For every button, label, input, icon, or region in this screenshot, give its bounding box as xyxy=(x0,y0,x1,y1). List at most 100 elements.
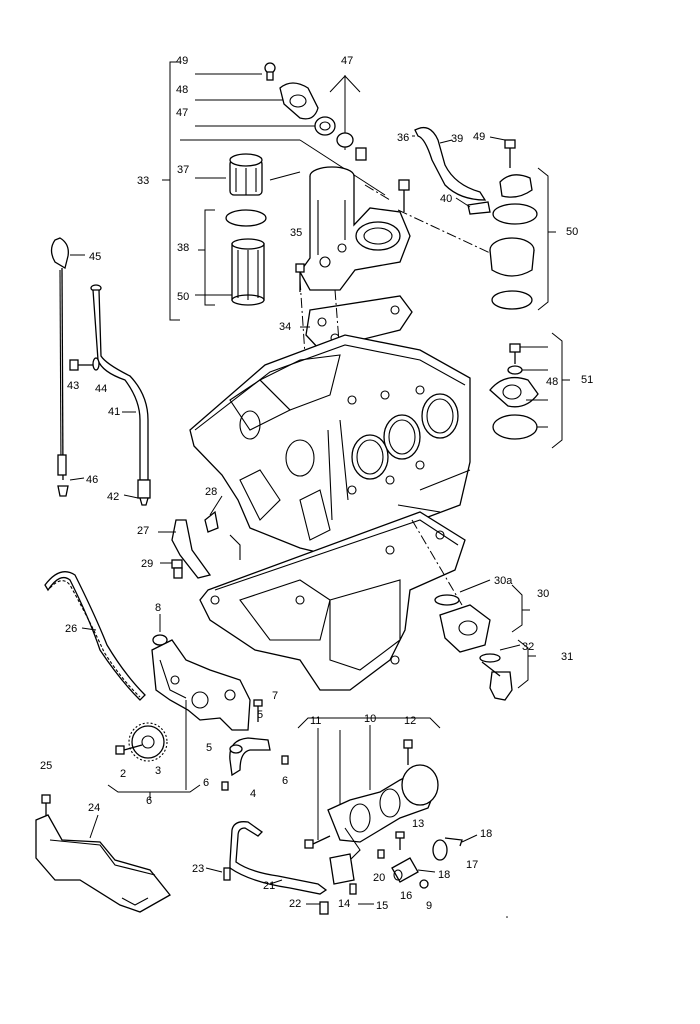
label-50: 50 xyxy=(177,291,189,303)
bolt-29 xyxy=(171,559,183,579)
label-50-right: 50 xyxy=(566,226,578,238)
bolt-51 xyxy=(509,343,521,364)
label-40: 40 xyxy=(440,193,452,205)
bolt-15 xyxy=(349,883,357,895)
label-5: 5 xyxy=(206,742,212,754)
label-6-bottom: 6 xyxy=(146,795,152,807)
oil-pump xyxy=(151,639,251,731)
label-35: 35 xyxy=(290,227,302,239)
label-10: 10 xyxy=(364,713,376,725)
oil-cooler-group xyxy=(398,126,556,311)
engine-block xyxy=(189,334,471,561)
label-6-right: 6 xyxy=(282,775,288,787)
label-14: 14 xyxy=(338,898,350,910)
bracket-14 xyxy=(329,853,355,885)
label-32: 32 xyxy=(522,641,534,653)
nut xyxy=(355,147,367,161)
bolt-2 xyxy=(115,744,143,755)
label-9: 9 xyxy=(426,900,432,912)
seal-ring xyxy=(336,132,354,148)
label-18: 18 xyxy=(480,828,492,840)
seal-5 xyxy=(229,744,243,754)
cylinder-bore-1 xyxy=(351,434,389,480)
dipstick-45 xyxy=(61,267,64,481)
bolt-20 xyxy=(377,849,385,859)
label-48: 48 xyxy=(176,84,188,96)
label-26: 26 xyxy=(65,623,77,635)
bracket-10-12 xyxy=(297,717,441,729)
label-51: 51 xyxy=(581,374,593,386)
shaft-16 xyxy=(391,857,419,883)
clip-40 xyxy=(467,201,491,215)
bolt-7 xyxy=(253,699,263,722)
label-24: 24 xyxy=(88,802,100,814)
label-47: 47 xyxy=(176,107,188,119)
filter-cap-37 xyxy=(229,153,263,196)
timing-chain-group xyxy=(44,571,289,800)
o-ring-51 xyxy=(492,414,538,440)
label-43: 43 xyxy=(67,380,79,392)
gasket-34 xyxy=(305,295,413,351)
label-47-top: 47 xyxy=(341,55,353,67)
label-8: 8 xyxy=(155,602,161,614)
hose-39 xyxy=(414,126,487,201)
bracket-51 xyxy=(551,332,570,449)
part-28 xyxy=(204,510,219,533)
bolt-36 xyxy=(398,179,410,212)
seal-30a xyxy=(434,594,460,606)
label-49: 49 xyxy=(176,55,188,67)
part-labels: 49 48 47 47 36 39 49 33 37 40 50 38 35 5… xyxy=(40,55,593,912)
bracket-30 xyxy=(511,584,530,633)
pump-cover-13 xyxy=(401,764,439,806)
label-18-bottom: 18 xyxy=(438,869,450,881)
label-2: 2 xyxy=(120,768,126,780)
balance-shaft-group xyxy=(223,717,478,915)
label-41: 41 xyxy=(108,406,120,418)
label-37: 37 xyxy=(177,164,189,176)
label-48-right: 48 xyxy=(546,376,558,388)
label-30a: 30a xyxy=(494,575,513,587)
dipstick-group xyxy=(50,237,151,506)
bracket-33 xyxy=(162,61,180,321)
label-31: 31 xyxy=(561,651,573,663)
label-45: 45 xyxy=(89,251,101,263)
label-21: 21 xyxy=(263,880,275,892)
label-12: 12 xyxy=(404,715,416,727)
seal-46 xyxy=(57,485,69,497)
label-17: 17 xyxy=(466,859,478,871)
dipstick-handle-45 xyxy=(50,237,69,270)
label-23: 23 xyxy=(192,863,204,875)
bracket-27 xyxy=(171,519,212,579)
label-11: 11 xyxy=(310,715,321,727)
sprocket-3 xyxy=(128,722,168,762)
bracket-31 xyxy=(517,639,536,689)
label-3: 3 xyxy=(155,765,161,777)
bolt-12 xyxy=(403,739,413,765)
bolt-23 xyxy=(223,867,231,881)
seal-17 xyxy=(432,839,448,861)
screw-9 xyxy=(419,879,429,889)
housing-30 xyxy=(439,604,491,653)
seal-47 xyxy=(314,116,336,136)
chain-26 xyxy=(44,571,146,701)
pickup-tube-4 xyxy=(229,737,271,777)
cover-plate-48 xyxy=(279,82,319,120)
label-29: 29 xyxy=(141,558,153,570)
baffle-24 xyxy=(35,814,171,913)
label-44: 44 xyxy=(95,383,107,395)
label-16: 16 xyxy=(400,890,412,902)
label-33: 33 xyxy=(137,175,149,187)
group-51 xyxy=(489,332,570,449)
label-42: 42 xyxy=(107,491,119,503)
oil-line-21 xyxy=(229,821,328,895)
cover xyxy=(499,174,533,198)
washer-44 xyxy=(92,357,100,371)
cylinder-bore-2 xyxy=(383,414,421,460)
label-46: 46 xyxy=(86,474,98,486)
label-5-right: 5 xyxy=(257,709,263,721)
label-13: 13 xyxy=(412,818,424,830)
label-34: 34 xyxy=(279,321,291,333)
cylinder-bore-3 xyxy=(421,393,459,439)
label-6: 6 xyxy=(203,777,209,789)
